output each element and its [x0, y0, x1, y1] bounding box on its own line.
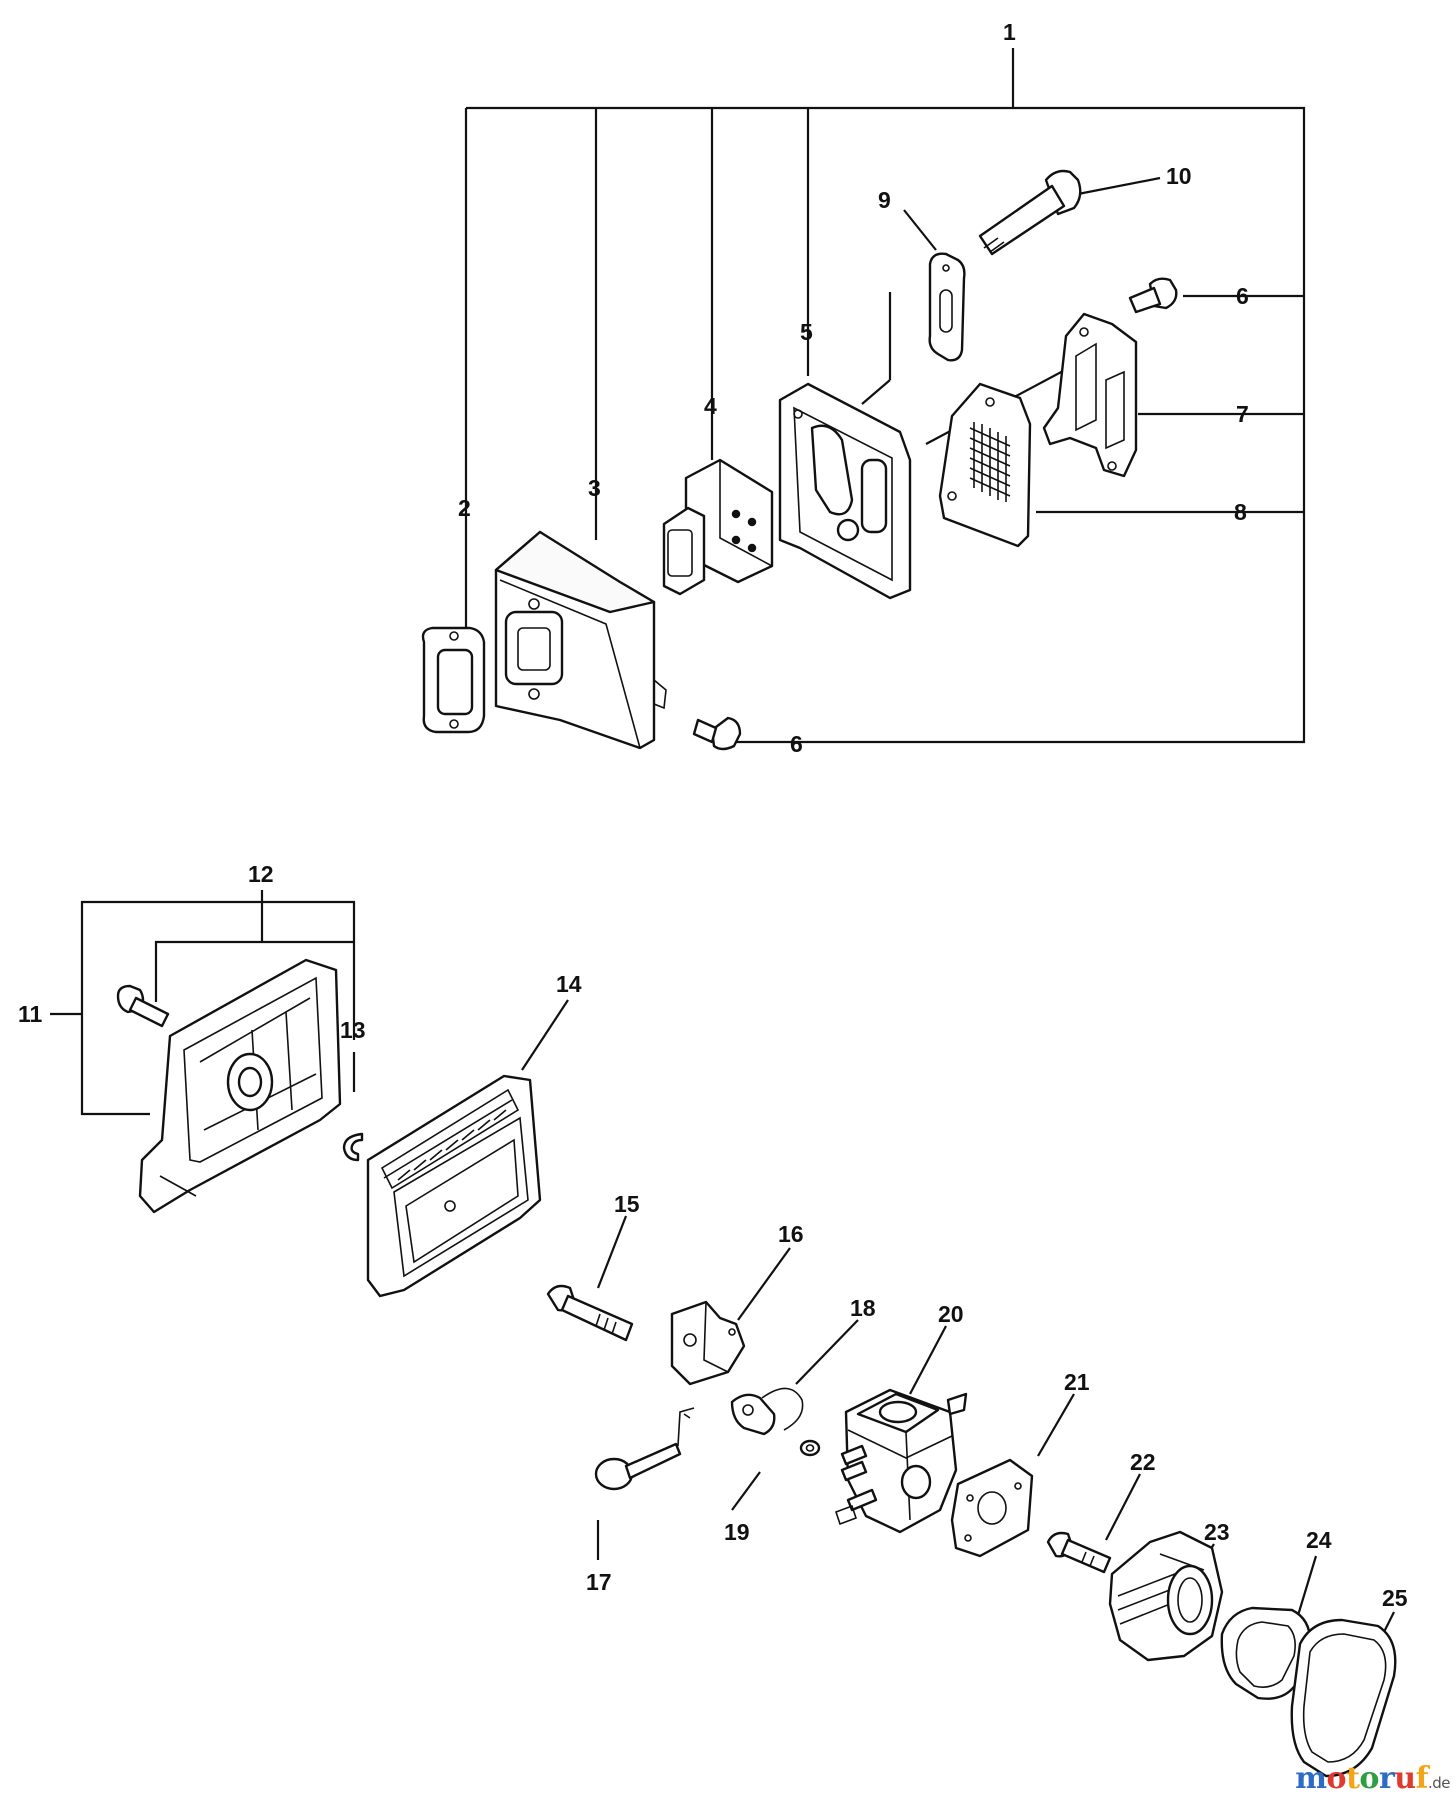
part-2-gasket: [421, 626, 486, 734]
callout-2: 2: [458, 495, 471, 521]
callout-6-lower: 6: [790, 731, 803, 757]
callout-24: 24: [1306, 1527, 1332, 1553]
part-15-bolt: [546, 1284, 634, 1342]
watermark-letter: u: [1394, 1761, 1416, 1796]
callout-19: 19: [724, 1519, 750, 1545]
part-14-air-filter: [366, 1074, 542, 1298]
assembly-11-brackets: [50, 890, 1395, 1677]
watermark-logo: motoruf.de: [1295, 1761, 1450, 1796]
part-10-long-bolt: [978, 169, 1082, 256]
callout-labels: 1 2 3 4 5 6 6 7 8 9 10 11 12 13 14 15 16…: [18, 19, 1408, 1611]
callout-10: 10: [1166, 163, 1192, 189]
part-7-bracket: [1042, 312, 1138, 478]
watermark-letter: f: [1415, 1761, 1429, 1796]
callout-13: 13: [340, 1017, 366, 1043]
part-18-lever: [730, 1387, 804, 1436]
part-6-screw-upper: [1128, 277, 1178, 314]
callout-1: 1: [1003, 19, 1016, 45]
callout-23: 23: [1204, 1519, 1230, 1545]
callout-16: 16: [778, 1221, 804, 1247]
watermark-domain: .de: [1427, 1774, 1451, 1792]
part-19-washer: [799, 1439, 821, 1457]
callout-9: 9: [878, 187, 891, 213]
callout-20: 20: [938, 1301, 964, 1327]
part-22-bolt: [1046, 1531, 1112, 1574]
callout-12: 12: [248, 861, 274, 887]
part-4-muffler-core: [662, 458, 774, 596]
callout-15: 15: [614, 1191, 640, 1217]
watermark-letter: o: [1359, 1761, 1379, 1796]
callout-5: 5: [800, 319, 813, 345]
callout-21: 21: [1064, 1369, 1090, 1395]
part-16-bracket: [670, 1300, 746, 1386]
part-17-choke-knob: [594, 1407, 695, 1491]
part-12-bolt: [116, 984, 170, 1028]
callout-14: 14: [556, 971, 582, 997]
part-13-clip: [342, 1132, 364, 1162]
watermark-letter: r: [1378, 1761, 1395, 1796]
callout-25: 25: [1382, 1585, 1408, 1611]
part-3-muffler-body: [494, 530, 667, 750]
callout-3: 3: [588, 475, 601, 501]
part-6-screw-lower: [692, 716, 742, 751]
watermark-letter: t: [1346, 1761, 1360, 1796]
part-21-gasket: [950, 1458, 1034, 1558]
callout-17: 17: [586, 1569, 612, 1595]
callout-6: 6: [1236, 283, 1249, 309]
callout-11: 11: [18, 1001, 43, 1027]
callout-22: 22: [1130, 1449, 1156, 1475]
part-20-carburetor: [834, 1388, 968, 1534]
callout-7: 7: [1236, 401, 1249, 427]
watermark-letter: m: [1295, 1761, 1327, 1796]
part-25-ring-gasket: [1290, 1618, 1397, 1778]
callout-18: 18: [850, 1295, 876, 1321]
watermark-letter: o: [1326, 1761, 1347, 1796]
part-8-spark-screen: [938, 382, 1032, 548]
part-23-insulator: [1108, 1530, 1224, 1662]
part-9-plate: [928, 252, 966, 362]
part-5-cover-plate: [778, 382, 912, 600]
part-11-air-cleaner-case: [138, 958, 342, 1214]
callout-4: 4: [704, 393, 717, 419]
callout-8: 8: [1234, 499, 1247, 525]
